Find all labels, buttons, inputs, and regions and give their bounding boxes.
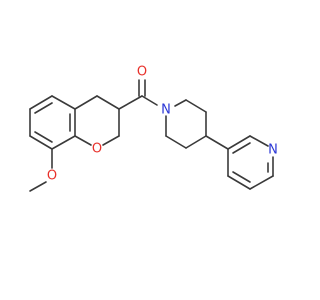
bond [232,142,251,154]
bond [29,95,53,110]
molecule-structure: O O O N N [29,65,278,192]
bond [185,135,207,149]
bond [141,95,158,106]
pyridine-nitrogen-label: N [268,143,278,158]
bond [227,175,251,190]
bond [174,99,187,107]
carbonyl-oxygen-label: O [137,65,147,80]
bond [118,95,143,110]
bond [51,135,76,150]
bond [74,95,98,110]
bond [34,102,53,114]
piperidine-nitrogen-label: N [161,103,171,118]
bonds [29,79,274,192]
bond [227,135,251,150]
bond [249,175,274,190]
bond [34,131,53,143]
bond [51,95,76,110]
bond [165,135,187,149]
atom-labels: O O O N N [47,65,278,184]
bond [205,135,229,150]
ring-oxygen-label: O [92,142,102,157]
bond [102,135,120,146]
bond [232,171,251,183]
bond [29,135,53,150]
bond [96,95,120,110]
methoxy-oxygen-label: O [47,169,57,184]
bond [29,181,47,192]
bond [74,135,92,146]
bond [185,99,207,113]
bond [249,135,269,147]
